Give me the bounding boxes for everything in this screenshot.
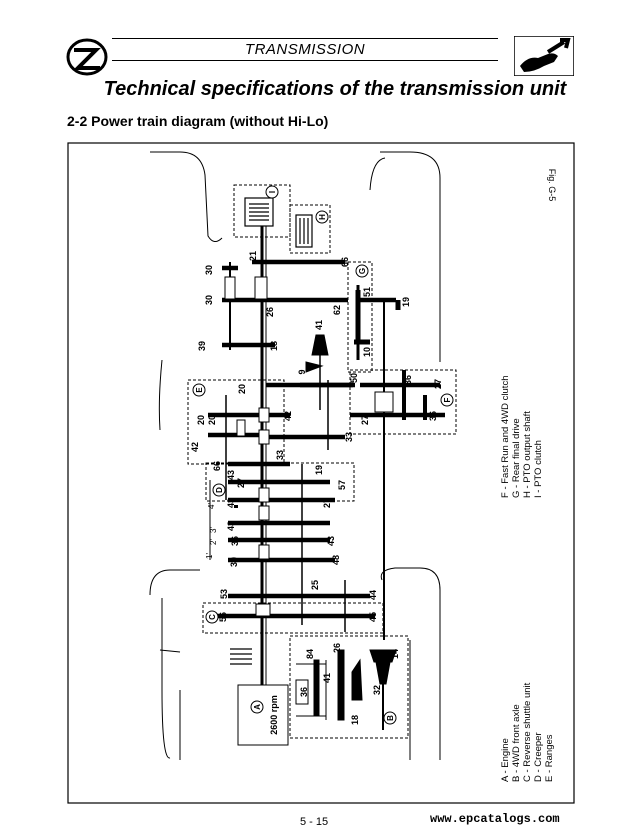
gear-43b: 43	[226, 498, 236, 508]
gear-10: 10	[362, 347, 372, 357]
gear-43a: 43	[226, 470, 236, 480]
gear-19a: 19	[401, 297, 411, 307]
figure-ref: Fig. G-5	[547, 169, 557, 202]
page-title: Technical specifications of the transmis…	[103, 78, 567, 100]
gear-53: 53	[219, 589, 229, 599]
legend-i: I - PTO clutch	[533, 440, 544, 498]
speed-3: 3'	[209, 527, 218, 533]
speed-2: 2'	[209, 539, 218, 545]
gear-20b: 20	[196, 415, 206, 425]
legend-f: F - Fast Run and 4WD clutch	[500, 376, 511, 498]
legend-c: C - Reverse shuttle unit	[522, 682, 533, 782]
page-number: 5 - 15	[300, 816, 329, 828]
label-a: A	[253, 704, 262, 710]
diagram-subtitle: 2-2 Power train diagram (without Hi-Lo)	[67, 113, 329, 129]
gear-62: 62	[332, 305, 342, 315]
gear-27a: 27	[433, 379, 443, 389]
gear-36c: 36	[230, 536, 240, 546]
gear-43c: 43	[226, 521, 236, 531]
label-c: C	[208, 614, 217, 620]
gear-27d: 27	[322, 498, 332, 508]
label-e: E	[195, 387, 204, 393]
gear-41b: 41	[322, 673, 332, 683]
legend-d: D - Creeper	[533, 732, 544, 782]
gear-48: 48	[331, 555, 341, 565]
gear-42a: 42	[283, 411, 293, 421]
gear-30b: 30	[204, 295, 214, 305]
legend-e: E - Ranges	[544, 734, 555, 782]
engine-rpm: 2600 rpm	[269, 695, 279, 735]
gear-9: 9	[297, 369, 307, 374]
gear-50: 50	[349, 373, 359, 383]
gear-39: 39	[197, 341, 207, 351]
gear-36a: 36	[403, 375, 413, 385]
gear-30c: 30	[229, 557, 239, 567]
label-d: D	[215, 487, 224, 493]
gear-66b: 66	[212, 461, 222, 471]
label-b: B	[386, 715, 395, 721]
gear-33a: 33	[344, 432, 354, 442]
label-i: I	[268, 191, 277, 193]
gear-30a: 30	[204, 265, 214, 275]
gear-21: 21	[248, 251, 258, 261]
label-h: H	[318, 214, 327, 220]
site-watermark[interactable]: www.epcatalogs.com	[430, 812, 560, 826]
gear-33b: 33	[275, 450, 285, 460]
gear-20d: 20	[351, 675, 361, 685]
gear-18b: 18	[350, 715, 360, 725]
gear-45: 45	[368, 612, 378, 622]
legend-h: H - PTO output shaft	[522, 411, 533, 498]
gear-57: 57	[337, 480, 347, 490]
header-rule-bottom	[112, 60, 498, 61]
gear-27c: 27	[236, 478, 246, 488]
label-g: G	[358, 268, 367, 274]
gear-32: 32	[372, 685, 382, 695]
gear-26b: 26	[332, 643, 342, 653]
speed-4: 4'	[207, 503, 216, 509]
gear-26: 26	[265, 307, 275, 317]
legend-b: B - 4WD front axle	[511, 704, 522, 782]
gear-20a: 20	[237, 384, 247, 394]
gear-66: 66	[340, 257, 350, 267]
gear-27b: 27	[360, 415, 370, 425]
legend-a: A - Engine	[500, 738, 511, 782]
gear-14: 14	[390, 649, 400, 659]
gear-41a: 41	[314, 320, 324, 330]
wrench-hand-icon	[514, 36, 574, 76]
gear-44: 44	[368, 590, 378, 600]
gear-36b: 36	[428, 411, 438, 421]
gear-20c: 20	[207, 415, 217, 425]
section-title: TRANSMISSION	[244, 41, 366, 58]
gear-42b: 42	[190, 442, 200, 452]
gear-51: 51	[362, 287, 372, 297]
label-f: F	[443, 397, 452, 402]
gear-19b: 19	[314, 465, 324, 475]
gear-36d: 36	[299, 687, 309, 697]
brand-logo-icon	[66, 38, 108, 76]
legend-g: G - Rear final drive	[511, 418, 522, 498]
gear-18a: 18	[269, 341, 279, 351]
gear-43d: 43	[326, 536, 336, 546]
gear-56: 56	[218, 612, 228, 622]
gear-25: 25	[310, 580, 320, 590]
gear-84: 84	[305, 649, 315, 659]
header-rule-top	[112, 38, 498, 39]
speed-1: 1'	[205, 553, 214, 559]
